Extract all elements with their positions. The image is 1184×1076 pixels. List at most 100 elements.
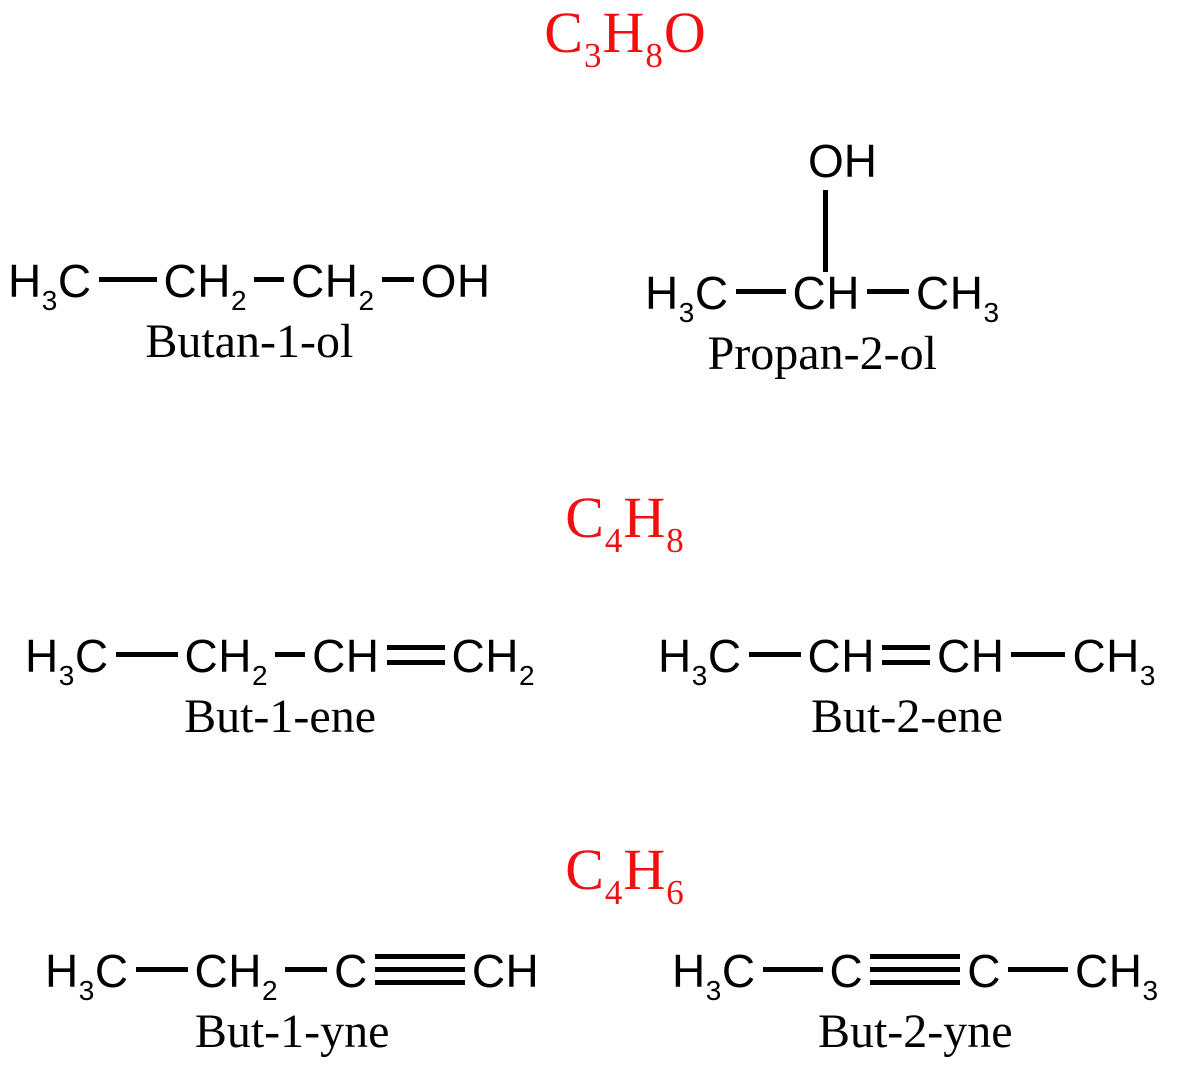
- vertical-single-bond: [823, 190, 828, 272]
- single-bond: [748, 652, 801, 657]
- bond-line: [870, 954, 961, 959]
- atom-symbol: C: [565, 485, 604, 550]
- subscript-number: 3: [58, 660, 75, 691]
- atom-group: H3C: [8, 253, 92, 315]
- single-bond: [115, 652, 178, 657]
- atom-symbol: CH: [1072, 630, 1140, 682]
- atom-symbol: CH: [471, 945, 540, 997]
- molecule-name: But-1-ene: [184, 690, 376, 743]
- single-bond: [135, 967, 188, 972]
- bond-line: [762, 967, 823, 972]
- atom-symbol: CH: [163, 255, 231, 307]
- structural-formula-chain: H3C CH CH3: [645, 265, 1000, 327]
- bond-line: [135, 967, 188, 972]
- bond-line: [870, 980, 961, 985]
- atom-group: H3C: [45, 943, 129, 1005]
- atom-group: H3C: [25, 628, 109, 690]
- bond-line: [285, 967, 328, 972]
- subscript-number: 4: [604, 521, 623, 560]
- atom-symbol: CH: [291, 255, 359, 307]
- atom-group: CH: [472, 943, 539, 999]
- atom-symbol: OH: [420, 255, 491, 307]
- subscript-number: 2: [358, 285, 375, 316]
- subscript-number: 3: [705, 975, 722, 1006]
- atom-group: CH3: [1075, 943, 1159, 1005]
- section-formula-title: C4H6: [0, 841, 1184, 911]
- atom-symbol: CH: [184, 630, 252, 682]
- subscript-number: 2: [252, 660, 269, 691]
- atom-group: C: [967, 943, 1001, 999]
- subscript-number: 8: [645, 36, 663, 75]
- atom-symbol: C: [707, 630, 742, 682]
- atom-group: CH: [312, 628, 379, 684]
- atom-group: CH2: [184, 628, 269, 690]
- atom-symbol: C: [544, 0, 583, 65]
- atom-symbol: CH: [807, 630, 875, 682]
- atom-symbol: CH: [792, 267, 860, 319]
- atom-symbol: O: [663, 0, 706, 65]
- atom-symbol: CH: [312, 630, 380, 682]
- atom-group: CH2: [452, 628, 536, 690]
- atom-symbol: C: [694, 267, 729, 319]
- atom-group: C: [830, 943, 864, 999]
- single-bond: [285, 967, 328, 972]
- atom-group: CH: [793, 265, 860, 321]
- subscript-number: 2: [518, 660, 536, 691]
- section-formula-title: C4H8: [0, 489, 1184, 559]
- bond-line: [374, 954, 465, 959]
- bond-line: [735, 289, 786, 294]
- atom-symbol: C: [967, 945, 1002, 997]
- atom-symbol: C: [57, 255, 92, 307]
- section-formula-title: C3H8O: [0, 4, 1184, 74]
- atom-group: CH: [937, 628, 1004, 684]
- bond-line: [381, 277, 414, 282]
- atom-symbol: H: [672, 945, 706, 997]
- subscript-number: 3: [1142, 975, 1159, 1006]
- atom-symbol: H: [623, 837, 666, 902]
- atom-symbol: C: [94, 945, 129, 997]
- atom-group: CH2: [195, 943, 279, 1005]
- subscript-number: 2: [231, 285, 248, 316]
- molecule-propan-2-ol: H3C CH CH3 OH Propan-2-ol: [645, 138, 1000, 380]
- triple-bond: [870, 954, 961, 985]
- atom-symbol: H: [25, 630, 59, 682]
- single-bond: [254, 277, 285, 282]
- single-bond: [381, 277, 414, 282]
- bond-line: [386, 660, 445, 665]
- structural-formula-chain: H3C CH2 C CH: [45, 943, 539, 1005]
- single-bond: [275, 652, 306, 657]
- subscript-number: 2: [262, 975, 279, 1006]
- atom-symbol: C: [74, 630, 109, 682]
- subscript-number: 3: [691, 660, 708, 691]
- atom-group: H3C: [645, 265, 729, 327]
- bond-line: [748, 652, 801, 657]
- atom-symbol: H: [623, 485, 666, 550]
- bond-line: [386, 645, 445, 650]
- bond-line: [1011, 652, 1066, 657]
- section-formula-text: C4H8: [565, 489, 685, 559]
- single-bond: [762, 967, 823, 972]
- double-bond: [882, 645, 930, 665]
- bond-line: [374, 980, 465, 985]
- section-formula-text: C4H6: [565, 841, 685, 911]
- bond-line: [882, 660, 930, 665]
- atom-symbol: C: [829, 945, 864, 997]
- atom-group: CH3: [1072, 628, 1156, 690]
- molecule-name: Butan-1-ol: [145, 315, 354, 368]
- single-bond: [1008, 967, 1069, 972]
- atom-symbol: H: [8, 255, 42, 307]
- atom-symbol: CH: [937, 630, 1005, 682]
- double-bond: [386, 645, 445, 665]
- subscript-number: 3: [983, 297, 1000, 328]
- atom-group: C: [334, 943, 368, 999]
- single-bond: [98, 277, 157, 282]
- atom-group: CH3: [916, 265, 1000, 327]
- atom-symbol: OH: [808, 135, 877, 187]
- molecule-name: Propan-2-ol: [707, 327, 937, 380]
